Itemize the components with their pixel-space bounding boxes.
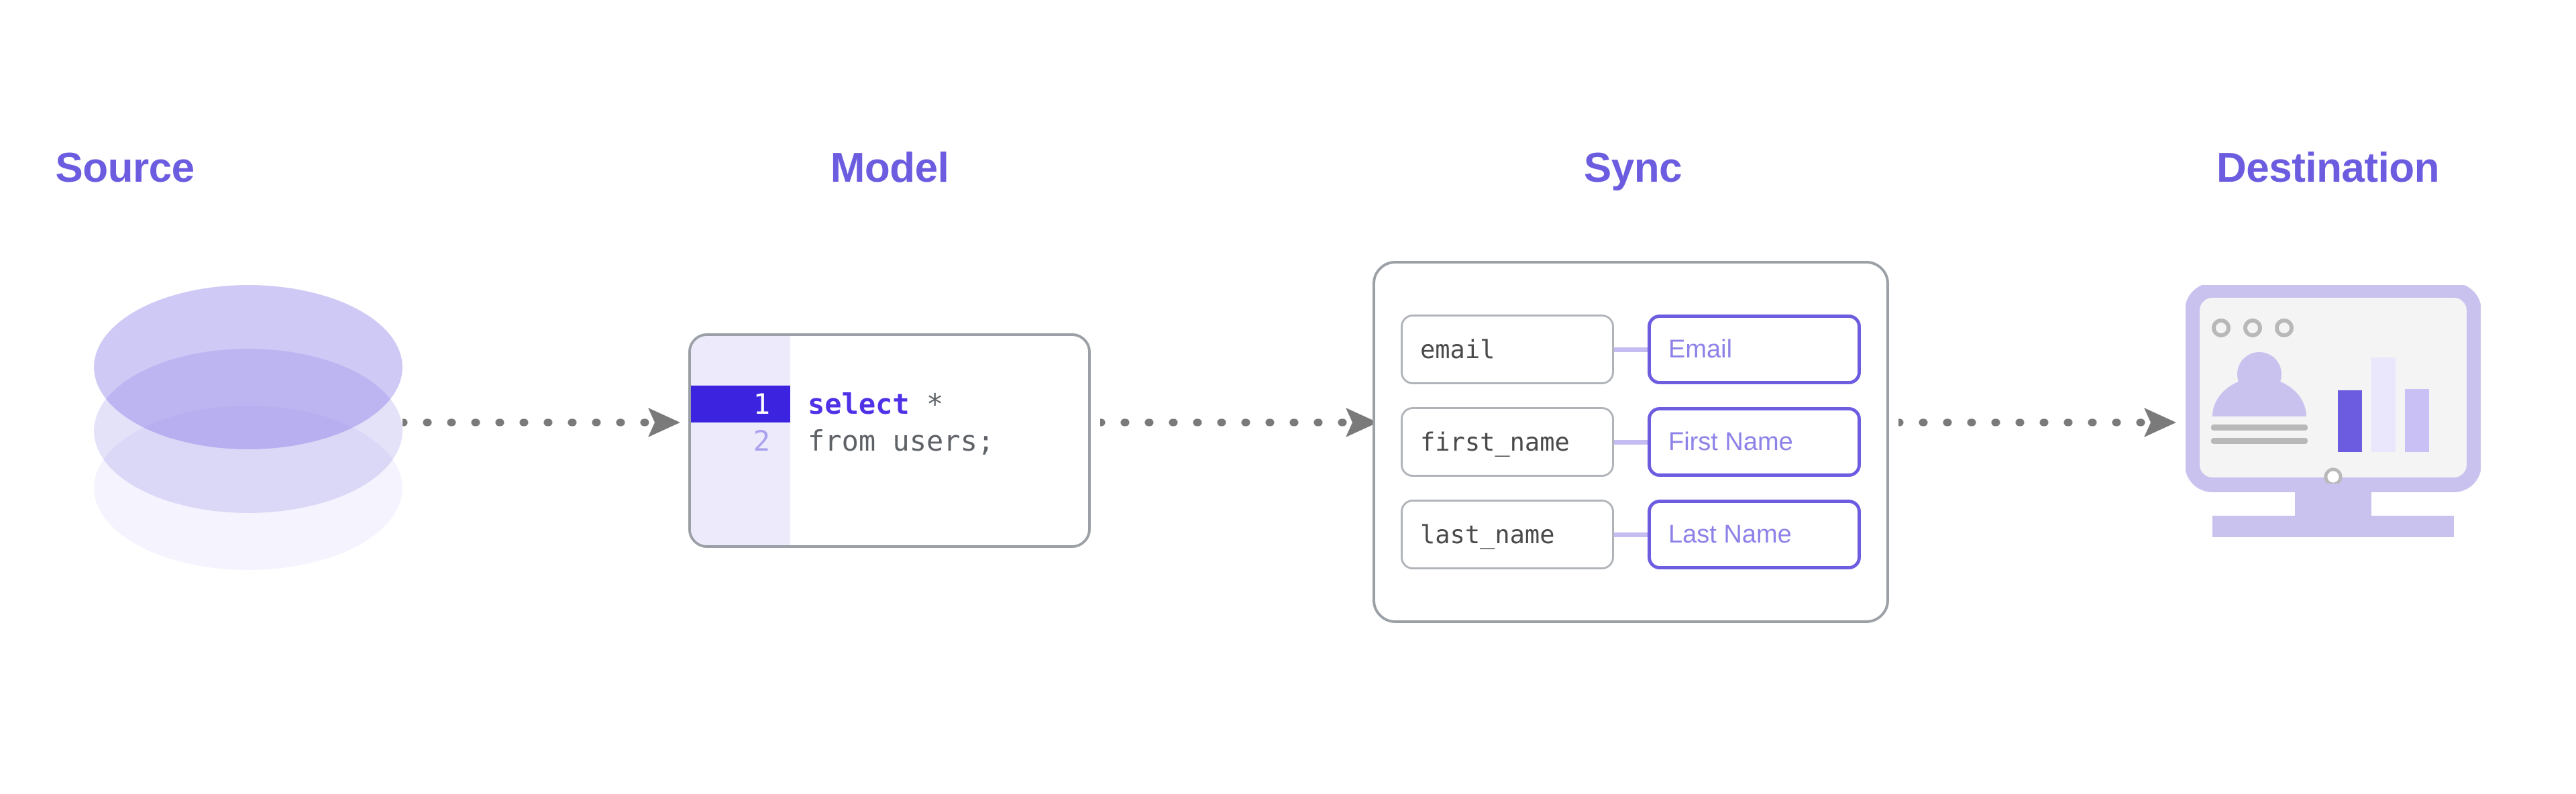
chart-bar-icon: [2338, 390, 2362, 452]
monitor-stand-base-icon: [2212, 516, 2454, 537]
stage-title-model: Model: [830, 145, 949, 191]
destination-field-box[interactable]: Last Name: [1648, 500, 1861, 569]
stage-title-destination: Destination: [2216, 145, 2440, 191]
monitor-dashboard-icon: [2185, 283, 2481, 553]
destination-field-box[interactable]: Email: [1648, 315, 1861, 384]
code-gutter: 1 2: [691, 336, 790, 545]
gutter-line-number-1: 1: [691, 386, 790, 422]
destination-field-box[interactable]: First Name: [1648, 407, 1861, 477]
chart-bar-icon: [2405, 389, 2429, 452]
sql-star-operator: *: [909, 388, 944, 420]
connector-source-to-model-icon: [402, 408, 680, 437]
window-dot-icon: [2212, 319, 2231, 337]
gutter-line-number-2: 2: [753, 424, 770, 457]
database-disc-top: [94, 285, 402, 449]
mapping-connector-line: [1614, 439, 1648, 445]
database-disc-middle: [94, 349, 402, 513]
source-field-box[interactable]: last_name: [1401, 500, 1614, 569]
mapping-connector-line: [1614, 532, 1648, 537]
monitor-stand-neck-icon: [2295, 484, 2371, 516]
code-body[interactable]: select * from users;: [790, 336, 1088, 545]
code-line-2: from users;: [808, 424, 995, 457]
mapping-row: email Email: [1401, 313, 1861, 386]
mapping-row: first_name First Name: [1401, 406, 1861, 478]
stage-title-source: Source: [55, 145, 195, 191]
camera-dot-icon: [2324, 467, 2343, 486]
window-dot-icon: [2275, 319, 2294, 337]
window-dot-icon: [2243, 319, 2262, 337]
connector-model-to-sync-icon: [1100, 408, 1378, 437]
mapping-row: last_name Last Name: [1401, 498, 1861, 571]
source-field-box[interactable]: first_name: [1401, 407, 1614, 477]
database-disc-bottom: [94, 406, 402, 570]
code-line-1: select *: [808, 386, 1088, 422]
code-editor-card[interactable]: 1 2 select * from users;: [688, 333, 1091, 548]
source-field-box[interactable]: email: [1401, 315, 1614, 384]
sync-mapping-panel: email Email first_name First Name last_n…: [1373, 261, 1889, 623]
stage-title-sync: Sync: [1583, 145, 1682, 191]
sql-keyword-select: select: [808, 388, 910, 420]
mapping-connector-line: [1614, 347, 1648, 352]
text-line-icon: [2211, 438, 2308, 444]
text-line-icon: [2211, 424, 2308, 431]
connector-sync-to-destination-icon: [1898, 408, 2176, 437]
person-avatar-body-icon: [2212, 378, 2306, 416]
chart-bar-icon: [2371, 357, 2396, 452]
database-cylinder-icon: [94, 272, 402, 580]
